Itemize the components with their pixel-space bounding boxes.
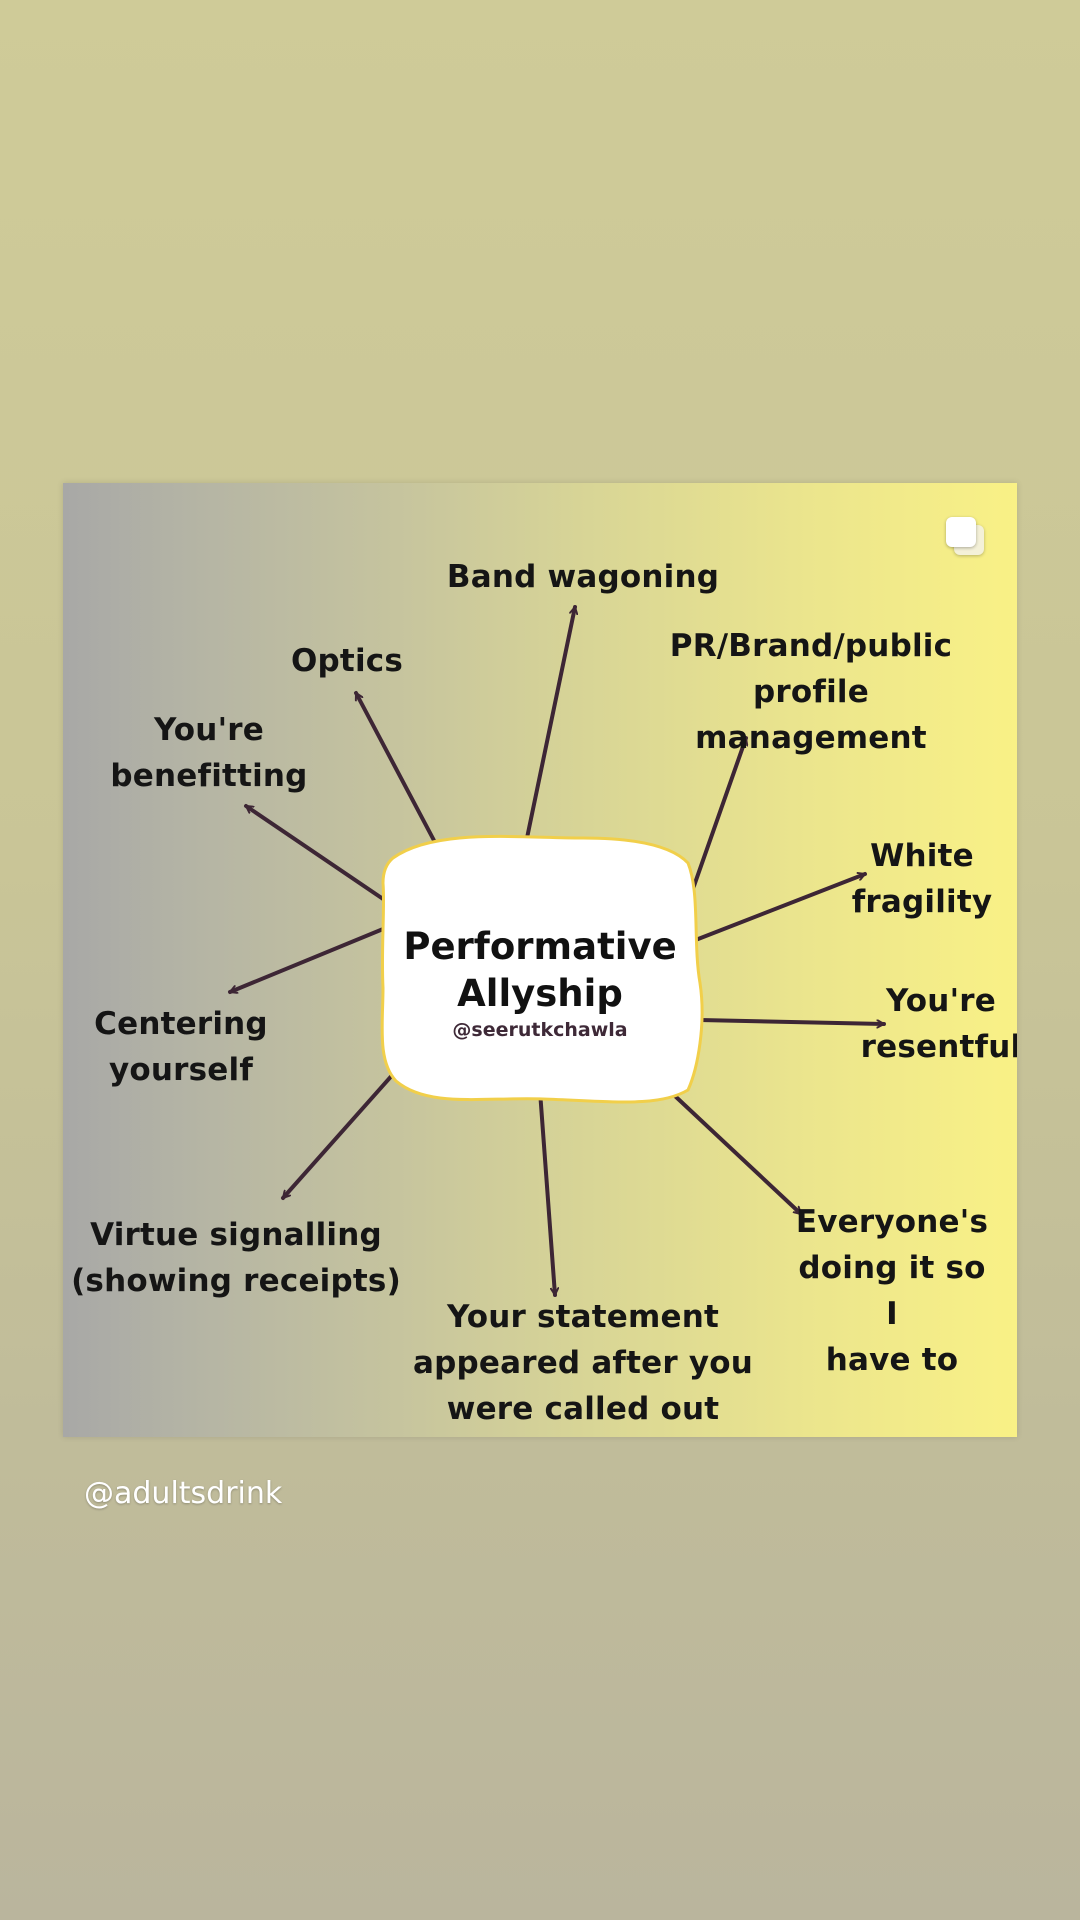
mind-map-diagram bbox=[228, 605, 886, 1297]
arrow-optics bbox=[354, 691, 440, 850]
story-post-image[interactable]: Band wagoning Optics PR/Brand/public pro… bbox=[63, 483, 1017, 1437]
item-band-wagoning: Band wagoning bbox=[446, 559, 720, 595]
center-title: Performative Allyship bbox=[403, 925, 677, 1015]
story-mention-sticker[interactable]: @adultsdrink bbox=[84, 1476, 283, 1511]
center-blob bbox=[380, 834, 704, 1104]
item-optics: Optics bbox=[290, 643, 404, 679]
arrow-statement bbox=[538, 1089, 555, 1297]
item-everyones-doing-it: Everyone's doing it so I have to bbox=[795, 1204, 989, 1378]
item-virtue-signalling: Virtue signalling (showing receipts) bbox=[71, 1217, 401, 1299]
arrow-band-wagoning bbox=[525, 605, 575, 840]
item-centering-yourself: Centering yourself bbox=[94, 1006, 268, 1088]
item-youre-benefitting: You're benefitting bbox=[110, 712, 308, 794]
arrow-everyone bbox=[673, 1094, 803, 1216]
arrow-pr-brand bbox=[686, 736, 746, 905]
arrow-resentful bbox=[698, 1018, 886, 1024]
arrow-benefitting bbox=[244, 804, 391, 905]
center-handle: @seerutkchawla bbox=[452, 1019, 628, 1041]
arrow-centering bbox=[228, 925, 390, 994]
item-white-fragility: White fragility bbox=[851, 838, 993, 920]
item-youre-resentful: You're resentful bbox=[860, 983, 1017, 1065]
item-your-statement: Your statement appeared after you were c… bbox=[412, 1299, 754, 1427]
item-pr-brand-profile-management: PR/Brand/public profile management bbox=[669, 628, 953, 756]
arrow-virtue bbox=[281, 1070, 397, 1200]
arrow-white-fragility bbox=[691, 874, 867, 943]
multiple-images-icon bbox=[944, 515, 988, 559]
